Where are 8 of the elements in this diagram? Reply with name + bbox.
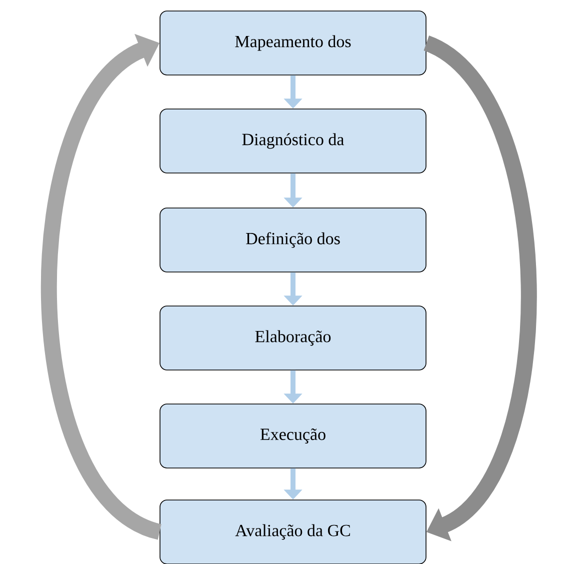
curved-arrow [41, 34, 163, 540]
curved-arrow [422, 36, 537, 542]
process-box: Avaliação da GC [160, 500, 426, 564]
process-box: Mapeamento dos [160, 10, 426, 76]
process-box: Elaboração [160, 306, 426, 370]
process-box: Execução [160, 404, 426, 468]
process-box: Definição dos [160, 208, 426, 272]
process-box: Diagnóstico da [160, 108, 426, 174]
